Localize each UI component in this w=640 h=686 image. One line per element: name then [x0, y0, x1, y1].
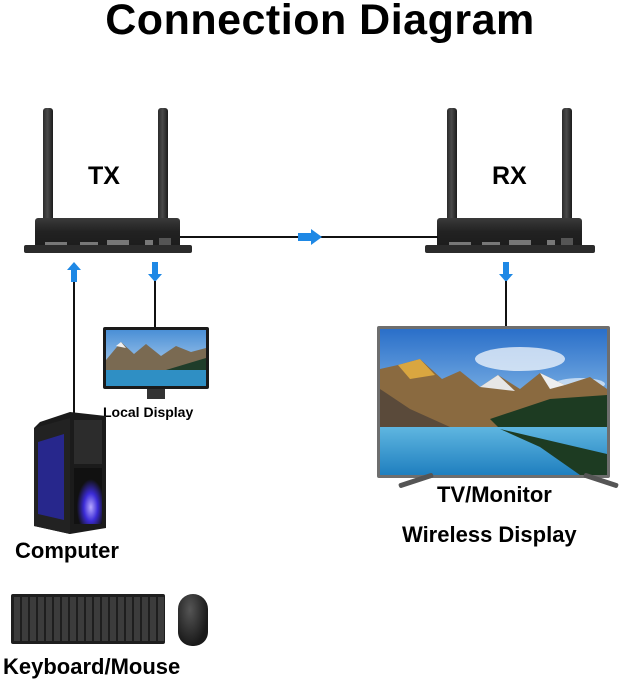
tv-label: TV/Monitor	[437, 482, 552, 507]
arrow-down-icon-rx	[499, 262, 513, 282]
tx-antenna-left	[43, 108, 53, 223]
rx-antenna-left	[447, 108, 457, 223]
arrow-up-icon	[67, 262, 81, 282]
mouse	[178, 594, 208, 646]
tx-label: TX	[88, 162, 120, 190]
rx-tv-line	[505, 281, 507, 327]
computer-label: Computer	[15, 538, 119, 563]
rx-label: RX	[492, 162, 527, 190]
keyboard-mouse-label: Keyboard/Mouse	[3, 654, 181, 679]
rx-antenna-right	[562, 108, 572, 223]
local-display-screen	[103, 327, 209, 389]
tv-sublabel: Wireless Display	[402, 522, 577, 547]
tv-screen	[377, 326, 610, 478]
arrow-right-icon	[298, 229, 322, 245]
rx-flange	[425, 245, 595, 253]
local-display-stand	[147, 389, 165, 399]
tx-antenna-right	[158, 108, 168, 223]
keyboard	[11, 594, 165, 644]
computer-tower	[34, 412, 106, 534]
tx-flange	[24, 245, 192, 253]
tx-local-display-line	[154, 281, 156, 327]
arrow-down-icon	[148, 262, 162, 282]
local-display-label: Local Display	[103, 404, 194, 420]
diagram-title: Connection Diagram	[105, 0, 535, 44]
computer-tx-line	[73, 278, 75, 414]
